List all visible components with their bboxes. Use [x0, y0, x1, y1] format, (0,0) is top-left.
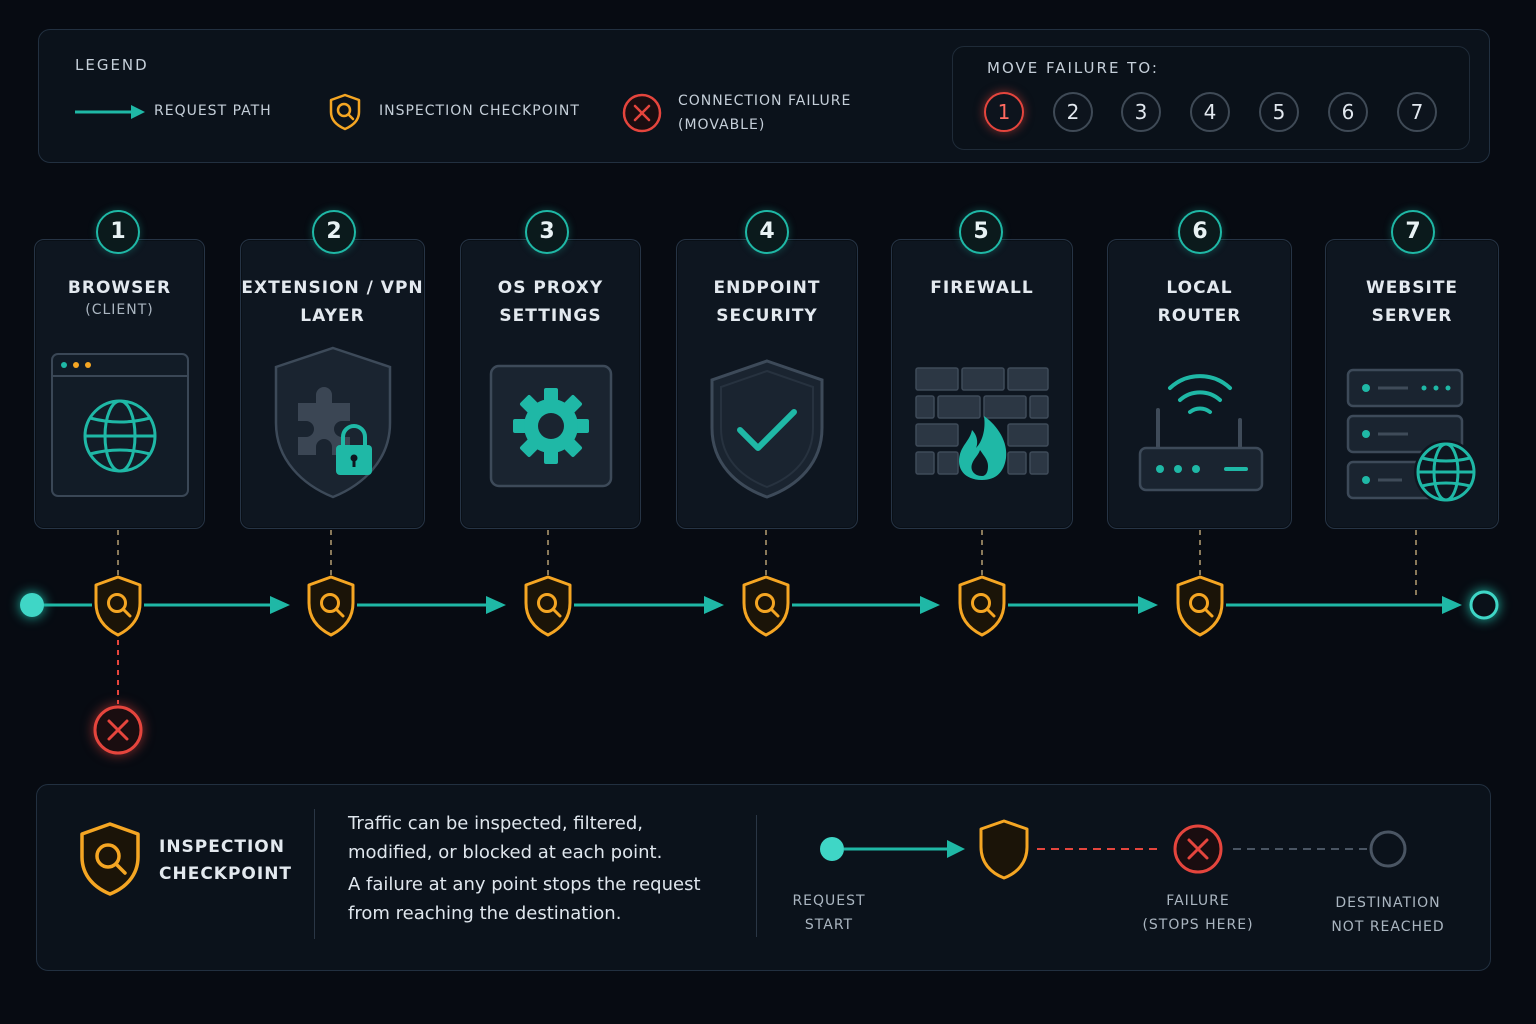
info-heading-line1: INSPECTION: [159, 837, 285, 857]
checkpoint-3-icon: [524, 575, 572, 637]
node-title-line1: ENDPOINT: [713, 278, 821, 298]
step-badge-5: 5: [959, 210, 1003, 254]
failure-example-diagram: [820, 819, 1407, 880]
node-title-line2: LAYER: [300, 306, 365, 326]
move-failure-option-2[interactable]: 2: [1053, 92, 1093, 132]
server-globe-icon: [1326, 366, 1498, 508]
move-failure-option-1[interactable]: 1: [984, 92, 1024, 132]
move-failure-panel: MOVE FAILURE TO: 1 2 3 4 5 6 7: [952, 46, 1470, 150]
node-subtitle: (CLIENT): [85, 302, 154, 318]
request-start-label-line2: START: [804, 917, 854, 933]
node-os-proxy-settings: OS PROXY SETTINGS: [460, 239, 641, 529]
node-website-server: WEBSITE SERVER: [1325, 239, 1499, 529]
node-local-router: LOCAL ROUTER: [1107, 239, 1292, 529]
wifi-router-icon: [1108, 366, 1291, 494]
move-failure-option-6[interactable]: 6: [1328, 92, 1368, 132]
legend-title: LEGEND: [75, 56, 149, 74]
move-failure-option-3[interactable]: 3: [1121, 92, 1161, 132]
node-title-line2: SERVER: [1371, 306, 1453, 326]
node-title-line2: SETTINGS: [499, 306, 602, 326]
step-badge-6: 6: [1178, 210, 1222, 254]
info-heading-line2: CHECKPOINT: [159, 864, 293, 884]
legend-connection-failure-label: CONNECTION FAILURE: [678, 93, 852, 109]
step-badge-2: 2: [312, 210, 356, 254]
destination-label-line2: NOT REACHED: [1331, 919, 1445, 935]
move-failure-option-4[interactable]: 4: [1190, 92, 1230, 132]
divider: [314, 809, 315, 939]
node-title: FIREWALL: [930, 278, 1034, 298]
divider: [756, 815, 757, 937]
step-badge-1: 1: [96, 210, 140, 254]
card-connectors: [117, 530, 1417, 598]
browser-globe-icon: [35, 352, 204, 498]
info-text-line2: modified, or blocked at each point.: [348, 842, 663, 863]
node-browser: BROWSER (CLIENT): [34, 239, 205, 529]
node-title-line1: WEBSITE: [1365, 278, 1459, 298]
info-text-line4: from reaching the destination.: [348, 903, 622, 924]
legend-inspection-checkpoint-label: INSPECTION CHECKPOINT: [379, 103, 580, 119]
request-start-dot: [20, 593, 44, 617]
checkpoint-4-icon: [742, 575, 790, 637]
step-badge-3: 3: [525, 210, 569, 254]
example-start-dot: [820, 837, 844, 861]
request-start-label-line1: REQUEST: [792, 893, 866, 909]
request-flow-diagram: [20, 530, 1499, 755]
example-failure-icon: [1173, 824, 1223, 874]
inspection-checkpoint-icon: [80, 822, 140, 896]
move-failure-title: MOVE FAILURE TO:: [987, 59, 1159, 77]
connection-failure-marker[interactable]: [93, 705, 143, 755]
node-title-line2: SECURITY: [716, 306, 818, 326]
destination-ring: [1469, 590, 1499, 620]
checkpoint-1-icon: [94, 575, 142, 637]
connection-failure-icon: [622, 93, 662, 133]
puzzle-lock-shield-icon: [241, 345, 424, 499]
example-checkpoint-shield-icon: [979, 819, 1029, 880]
info-text-line3: A failure at any point stops the request: [348, 874, 701, 895]
brick-wall-flame-icon: [892, 366, 1072, 486]
checkpoint-6-icon: [1176, 575, 1224, 637]
move-failure-option-7[interactable]: 7: [1397, 92, 1437, 132]
request-path-arrow-icon: [75, 105, 145, 119]
checkpoint-2-icon: [307, 575, 355, 637]
step-badge-4: 4: [745, 210, 789, 254]
node-title-line1: LOCAL: [1166, 278, 1233, 298]
node-title-line2: ROUTER: [1157, 306, 1242, 326]
node-title-line1: EXTENSION / VPN: [241, 278, 424, 298]
move-failure-option-5[interactable]: 5: [1259, 92, 1299, 132]
failure-label-line2: (STOPS HERE): [1142, 917, 1254, 933]
node-title-line1: OS PROXY: [497, 278, 604, 298]
step-badge-7: 7: [1391, 210, 1435, 254]
shield-check-icon: [677, 358, 857, 500]
destination-label-line1: DESTINATION: [1335, 895, 1441, 911]
request-path-arrowheads: [270, 596, 1462, 614]
info-text-line1: Traffic can be inspected, filtered,: [348, 813, 643, 834]
legend-connection-failure-movable-label: (MOVABLE): [678, 117, 766, 133]
node-firewall: FIREWALL: [891, 239, 1073, 529]
inspection-checkpoint-icon: [329, 93, 361, 131]
info-panel: INSPECTION CHECKPOINT Traffic can be ins…: [36, 784, 1491, 971]
node-endpoint-security: ENDPOINT SECURITY: [676, 239, 858, 529]
failure-label-line1: FAILURE: [1166, 893, 1230, 909]
legend-request-path-label: REQUEST PATH: [154, 103, 272, 119]
example-destination-ring: [1369, 830, 1407, 868]
checkpoint-5-icon: [958, 575, 1006, 637]
node-title: BROWSER: [67, 278, 172, 298]
gear-icon: [461, 364, 640, 488]
node-extension-vpn: EXTENSION / VPN LAYER: [240, 239, 425, 529]
